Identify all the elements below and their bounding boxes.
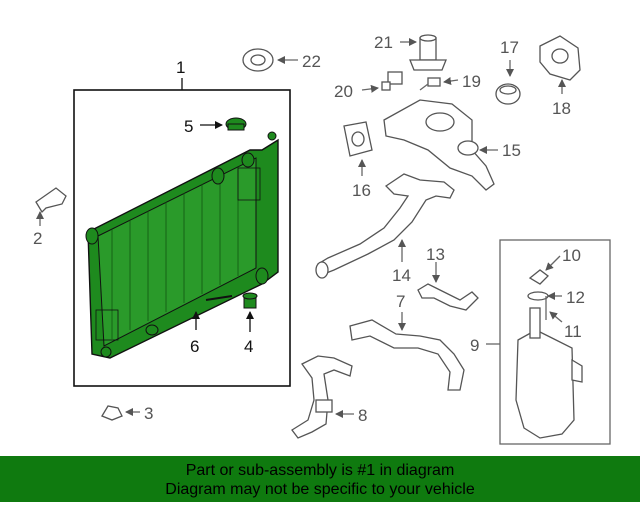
callout-20: 20 bbox=[334, 82, 353, 101]
radiator-cap-part[interactable] bbox=[225, 117, 247, 131]
callout-8: 8 bbox=[358, 406, 367, 425]
radiator-part[interactable] bbox=[85, 138, 279, 359]
callout-3: 3 bbox=[144, 404, 153, 423]
switch-part[interactable] bbox=[419, 77, 441, 91]
callout-5: 5 bbox=[184, 117, 193, 136]
sensor-part[interactable] bbox=[381, 71, 403, 91]
callout-1: 1 bbox=[176, 58, 185, 77]
callout-11: 11 bbox=[564, 322, 582, 341]
callout-18: 18 bbox=[552, 99, 571, 118]
callout-10: 10 bbox=[562, 246, 581, 265]
footer-line-1: Part or sub-assembly is #1 in diagram bbox=[185, 462, 455, 479]
level-gauge-part[interactable] bbox=[527, 291, 549, 320]
bracket-part[interactable] bbox=[35, 187, 67, 214]
callout-15: 15 bbox=[502, 141, 521, 160]
reservoir-tank-part[interactable] bbox=[515, 307, 583, 439]
thermostat-part[interactable] bbox=[495, 83, 521, 105]
mount-part[interactable] bbox=[101, 405, 123, 421]
callout-19: 19 bbox=[462, 72, 481, 91]
footer-banner: Part or sub-assembly is #1 in diagram Di… bbox=[0, 456, 640, 502]
parts-diagram: 1 2 3 4 5 6 7 8 9 10 11 12 13 14 15 16 1… bbox=[33, 33, 611, 445]
thermostat-cover-part[interactable] bbox=[539, 35, 581, 81]
callout-7: 7 bbox=[396, 292, 405, 311]
callout-6: 6 bbox=[190, 337, 199, 356]
lower-hose-part[interactable] bbox=[349, 319, 465, 391]
callout-9: 9 bbox=[470, 336, 479, 355]
coolant-pipe-part[interactable] bbox=[315, 173, 455, 279]
gasket-part[interactable] bbox=[242, 48, 274, 72]
callout-16: 16 bbox=[352, 181, 371, 200]
callout-4: 4 bbox=[244, 337, 253, 356]
water-outlet-part[interactable] bbox=[383, 99, 495, 191]
footer-line-2: Diagram may not be specific to your vehi… bbox=[165, 481, 475, 498]
overflow-hose-part[interactable] bbox=[291, 355, 353, 439]
callout-12: 12 bbox=[566, 288, 585, 307]
callout-14: 14 bbox=[392, 266, 411, 285]
drain-plug-part[interactable] bbox=[242, 292, 258, 309]
reservoir-cap-part[interactable] bbox=[528, 269, 549, 285]
callout-13: 13 bbox=[426, 245, 445, 264]
bypass-hose-part[interactable] bbox=[417, 283, 479, 311]
callout-21: 21 bbox=[374, 33, 393, 52]
callout-2: 2 bbox=[33, 229, 42, 248]
reservoir-assembly-box bbox=[499, 239, 611, 445]
outlet-gasket-part[interactable] bbox=[343, 121, 373, 157]
callout-17: 17 bbox=[500, 38, 519, 57]
housing-part[interactable] bbox=[409, 34, 447, 71]
callout-22: 22 bbox=[302, 52, 321, 71]
